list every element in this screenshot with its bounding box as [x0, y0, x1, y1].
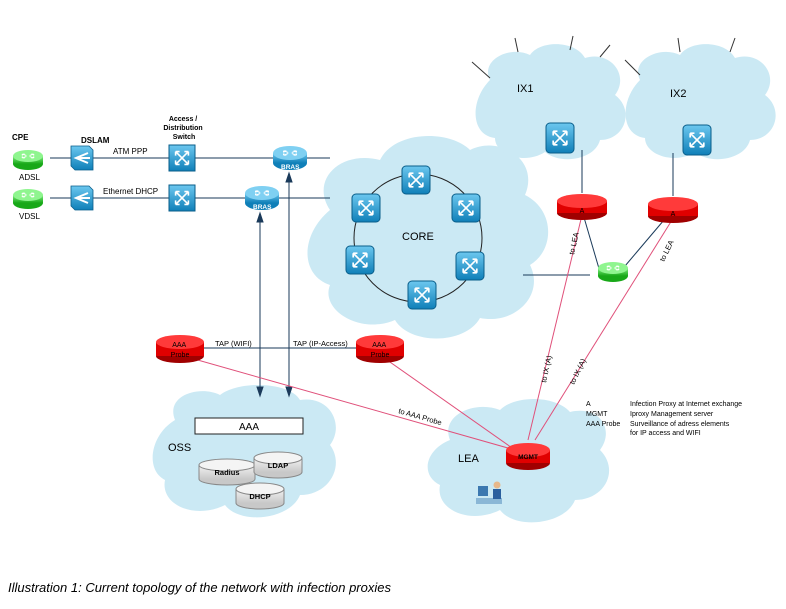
to-ix-a-label: to IX (A) — [539, 354, 554, 383]
infection-proxy-ix1 — [557, 194, 607, 220]
management-router-icon — [598, 262, 628, 282]
ix1-label: IX1 — [517, 83, 534, 95]
atm-ppp-label: ATM PPP — [113, 147, 148, 156]
tap-wifi-label: TAP (WIFI) — [215, 339, 252, 348]
aaa-probe-wifi — [156, 335, 204, 363]
core-label: CORE — [402, 231, 434, 243]
aaa-probe-wifi-label: AAA Probe — [171, 342, 190, 359]
legend-key: A — [586, 401, 591, 408]
aaa-probe-ip-access-label: AAA Probe — [371, 342, 390, 359]
dhcp-label: DHCP — [249, 492, 270, 501]
core-switch-icon — [455, 251, 485, 281]
internet-links — [471, 35, 736, 79]
access-switch-atm-icon — [168, 144, 196, 172]
legend-key: MGMT — [586, 411, 608, 418]
adsl-label: ADSL — [19, 173, 40, 182]
cpe-adsl-router-icon — [13, 150, 43, 170]
to-aaa-probe-label: to AAA Probe — [397, 406, 442, 427]
bras-label: BRAS — [253, 204, 272, 211]
bras-label: BRAS — [281, 164, 300, 171]
tap-ip-access-label: TAP (IP-Access) — [293, 339, 348, 348]
surveillance-links — [179, 214, 673, 451]
aaa-probe-ip-access — [356, 335, 404, 363]
mgmt-label: MGMT — [518, 454, 538, 461]
ix2-switch-icon — [682, 124, 712, 156]
access-switch-ethernet-icon — [168, 184, 196, 212]
ethernet-dhcp-label: Ethernet DHCP — [103, 187, 158, 196]
legend-desc: Infection Proxy at Internet exchange — [630, 401, 742, 408]
infection-proxy-ix2 — [648, 197, 698, 223]
dslam-atm-icon — [70, 145, 94, 171]
dslam-label: DSLAM — [81, 136, 110, 145]
to-lea-label: to LEA — [658, 239, 676, 263]
bras-router-icon — [245, 186, 279, 210]
aaa-box-label: AAA — [239, 422, 259, 433]
proxy-a-ix2-label: A — [671, 211, 676, 218]
ldap-database-icon — [253, 451, 303, 479]
ix2-label: IX2 — [670, 88, 687, 100]
legend-desc: Iproxy Management server — [630, 411, 714, 418]
legend-key: AAA Probe — [586, 421, 620, 428]
dslam-ethernet-icon — [70, 185, 94, 211]
legend-desc: for IP access and WIFI — [630, 430, 701, 437]
to-lea-label: to LEA — [567, 232, 580, 256]
aaa-box — [194, 417, 304, 435]
core-switch-icon — [401, 165, 431, 195]
core-switch-icon — [451, 193, 481, 223]
core-switches — [345, 165, 485, 310]
legend: A Infection Proxy at Internet exchange M… — [586, 401, 742, 437]
bras-router-icon — [273, 146, 307, 170]
radius-label: Radius — [214, 468, 239, 477]
ix1-switch-icon — [545, 122, 575, 154]
dhcp-database-icon — [235, 482, 285, 510]
operator-icon — [476, 481, 502, 504]
ix1-cloud — [475, 44, 626, 160]
access-switch-label: Access / Distribution Switch — [163, 116, 204, 141]
ldap-label: LDAP — [268, 461, 288, 470]
core-cloud — [307, 136, 549, 339]
legend-desc: Surveillance of adress elements — [630, 421, 730, 428]
core-switch-icon — [407, 280, 437, 310]
oss-label: OSS — [168, 442, 191, 454]
proxy-a-ix1-label: A — [580, 208, 585, 215]
lea-label: LEA — [458, 453, 479, 465]
mgmt-server — [506, 443, 550, 470]
figure-caption: Illustration 1: Current topology of the … — [8, 580, 391, 595]
vdsl-label: VDSL — [19, 212, 40, 221]
cpe-label: CPE — [12, 133, 29, 142]
bras-oss-arrows — [203, 171, 360, 398]
core-switch-icon — [345, 245, 375, 275]
ix2-cloud — [625, 44, 776, 160]
core-switch-icon — [351, 193, 381, 223]
to-ix-a-label: to IX (A) — [568, 357, 588, 386]
cpe-vdsl-router-icon — [13, 189, 43, 209]
